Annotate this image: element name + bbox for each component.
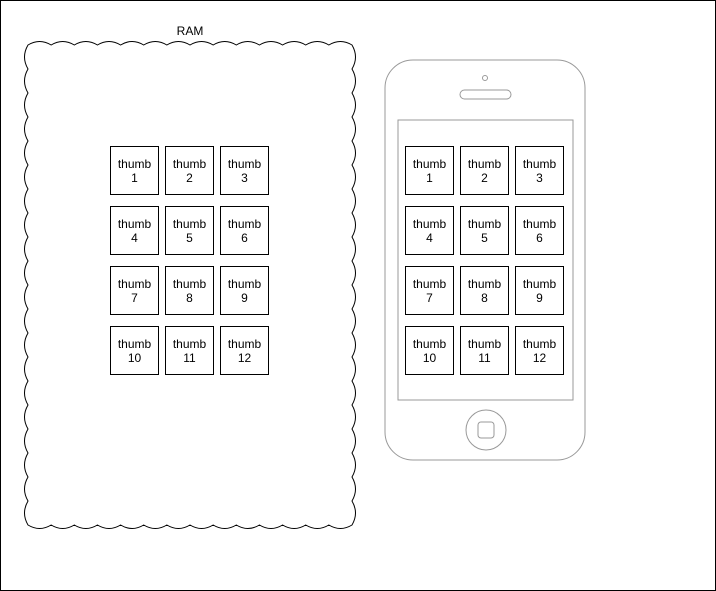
thumbnail-2[interactable]: thumb 2: [165, 146, 214, 195]
thumbnail-6[interactable]: thumb 6: [515, 206, 564, 255]
thumbnail-1[interactable]: thumb 1: [405, 146, 454, 195]
thumbnail-7[interactable]: thumb 7: [405, 266, 454, 315]
thumbnail-2[interactable]: thumb 2: [460, 146, 509, 195]
thumbnail-11[interactable]: thumb 11: [165, 326, 214, 375]
thumbnail-4[interactable]: thumb 4: [110, 206, 159, 255]
thumbnail-12[interactable]: thumb 12: [515, 326, 564, 375]
ram-label: RAM: [176, 24, 204, 38]
thumbnail-7[interactable]: thumb 7: [110, 266, 159, 315]
thumbnail-10[interactable]: thumb 10: [110, 326, 159, 375]
phone-camera: [482, 75, 488, 81]
thumbnail-4[interactable]: thumb 4: [405, 206, 454, 255]
phone-device: [384, 59, 586, 461]
thumbnail-8[interactable]: thumb 8: [460, 266, 509, 315]
thumbnail-5[interactable]: thumb 5: [460, 206, 509, 255]
thumbnail-3[interactable]: thumb 3: [515, 146, 564, 195]
thumbnail-1[interactable]: thumb 1: [110, 146, 159, 195]
thumbnail-9[interactable]: thumb 9: [220, 266, 269, 315]
thumbnail-11[interactable]: thumb 11: [460, 326, 509, 375]
phone-speaker: [459, 89, 512, 100]
thumbnail-10[interactable]: thumb 10: [405, 326, 454, 375]
thumbnail-9[interactable]: thumb 9: [515, 266, 564, 315]
thumbnail-6[interactable]: thumb 6: [220, 206, 269, 255]
thumbnail-8[interactable]: thumb 8: [165, 266, 214, 315]
thumbnail-3[interactable]: thumb 3: [220, 146, 269, 195]
home-button-square-icon: [477, 421, 495, 439]
thumbnail-5[interactable]: thumb 5: [165, 206, 214, 255]
thumbnail-12[interactable]: thumb 12: [220, 326, 269, 375]
